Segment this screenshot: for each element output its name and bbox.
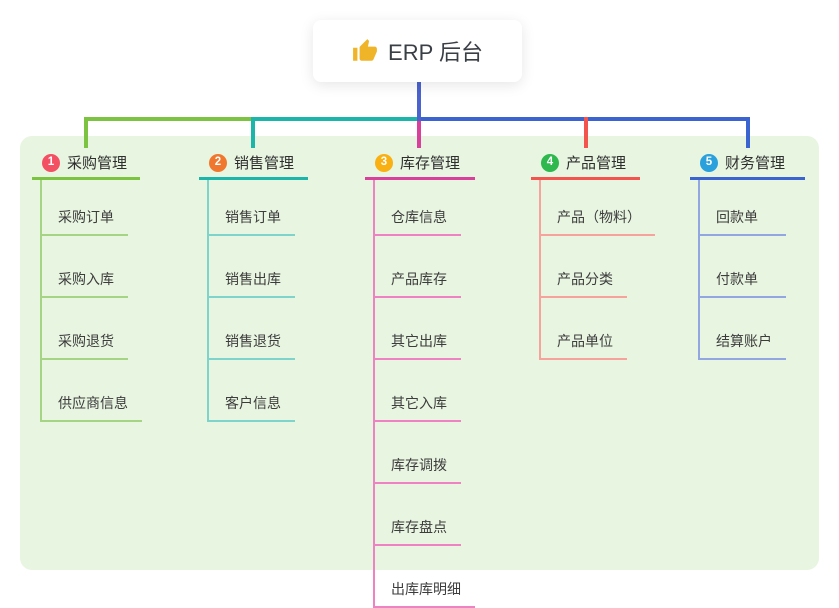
branch-number-badge: 2 [209, 153, 227, 172]
leaf-node[interactable]: 库存调拨 [375, 422, 461, 484]
leaf-label: 采购入库 [58, 271, 114, 287]
leaf-label: 客户信息 [225, 395, 281, 411]
leaf-node[interactable]: 仓库信息 [375, 180, 461, 236]
branch-number-badge: 4 [541, 153, 559, 172]
leaf-node[interactable]: 结算账户 [700, 298, 786, 360]
branch-label: 库存管理 [400, 155, 461, 172]
branch-purchase-management: 1 采购管理 采购订单 采购入库 采购退货 供应商信息 [32, 148, 142, 422]
leaf-label: 仓库信息 [391, 209, 447, 225]
leaf-node[interactable]: 供应商信息 [42, 360, 142, 422]
leaf-node[interactable]: 出库库明细 [375, 546, 475, 608]
leaf-label: 库存盘点 [391, 519, 447, 535]
thumbs-up-icon [353, 39, 377, 61]
leaf-label: 产品库存 [391, 271, 447, 287]
branch-finance-management: 5 财务管理 回款单 付款单 结算账户 [690, 148, 805, 360]
diagram-panel [20, 136, 819, 570]
root-node[interactable]: ERP 后台 [313, 20, 522, 82]
leaf-label: 出库库明细 [391, 581, 461, 597]
leaf-label: 其它入库 [391, 395, 447, 411]
leaf-label: 销售退货 [225, 333, 281, 349]
branch-heading-purchase[interactable]: 1 采购管理 [32, 148, 140, 180]
branch-product-management: 4 产品管理 产品（物料） 产品分类 产品单位 [531, 148, 655, 360]
branch-children: 产品（物料） 产品分类 产品单位 [539, 180, 655, 360]
leaf-node[interactable]: 产品分类 [541, 236, 627, 298]
branch-label: 财务管理 [725, 155, 786, 172]
leaf-node[interactable]: 付款单 [700, 236, 786, 298]
leaf-node[interactable]: 库存盘点 [375, 484, 461, 546]
branch-number-badge: 5 [700, 153, 718, 172]
leaf-node[interactable]: 采购退货 [42, 298, 128, 360]
leaf-node[interactable]: 销售出库 [209, 236, 295, 298]
branch-children: 仓库信息 产品库存 其它出库 其它入库 库存调拨 库存盘点 出库库明细 [373, 180, 475, 608]
leaf-label: 产品单位 [557, 333, 613, 349]
branch-children: 销售订单 销售出库 销售退货 客户信息 [207, 180, 295, 422]
branch-children: 回款单 付款单 结算账户 [698, 180, 786, 360]
leaf-label: 其它出库 [391, 333, 447, 349]
branch-label: 销售管理 [234, 155, 295, 172]
leaf-label: 销售订单 [225, 209, 281, 225]
leaf-node[interactable]: 销售订单 [209, 180, 295, 236]
branch-number-badge: 1 [42, 153, 60, 172]
mindmap-canvas: ERP 后台 1 采购管理 采购订单 采购入库 采购退货 供应商信息 2 销售管… [20, 20, 819, 608]
leaf-label: 结算账户 [716, 333, 772, 349]
branch-number-badge: 3 [375, 153, 393, 172]
leaf-label: 销售出库 [225, 271, 281, 287]
branch-heading-inventory[interactable]: 3 库存管理 [365, 148, 475, 180]
branch-inventory-management: 3 库存管理 仓库信息 产品库存 其它出库 其它入库 库存调拨 库存盘点 出库库… [365, 148, 475, 608]
leaf-node[interactable]: 销售退货 [209, 298, 295, 360]
root-title: ERP 后台 [388, 40, 483, 65]
leaf-label: 产品（物料） [557, 209, 641, 225]
leaf-node[interactable]: 回款单 [700, 180, 786, 236]
branch-children: 采购订单 采购入库 采购退货 供应商信息 [40, 180, 142, 422]
leaf-node[interactable]: 客户信息 [209, 360, 295, 422]
leaf-label: 采购退货 [58, 333, 114, 349]
branch-sales-management: 2 销售管理 销售订单 销售出库 销售退货 客户信息 [199, 148, 308, 422]
leaf-label: 回款单 [716, 209, 758, 225]
leaf-node[interactable]: 其它出库 [375, 298, 461, 360]
leaf-label: 付款单 [716, 271, 758, 287]
branch-heading-sales[interactable]: 2 销售管理 [199, 148, 308, 180]
leaf-node[interactable]: 其它入库 [375, 360, 461, 422]
leaf-label: 库存调拨 [391, 457, 447, 473]
branch-label: 采购管理 [67, 155, 128, 172]
branch-heading-product[interactable]: 4 产品管理 [531, 148, 640, 180]
branch-label: 产品管理 [566, 155, 627, 172]
leaf-node[interactable]: 采购订单 [42, 180, 128, 236]
leaf-node[interactable]: 产品（物料） [541, 180, 655, 236]
leaf-node[interactable]: 采购入库 [42, 236, 128, 298]
leaf-label: 采购订单 [58, 209, 114, 225]
branch-heading-finance[interactable]: 5 财务管理 [690, 148, 805, 180]
leaf-label: 产品分类 [557, 271, 613, 287]
leaf-node[interactable]: 产品单位 [541, 298, 627, 360]
leaf-node[interactable]: 产品库存 [375, 236, 461, 298]
leaf-label: 供应商信息 [58, 395, 128, 411]
